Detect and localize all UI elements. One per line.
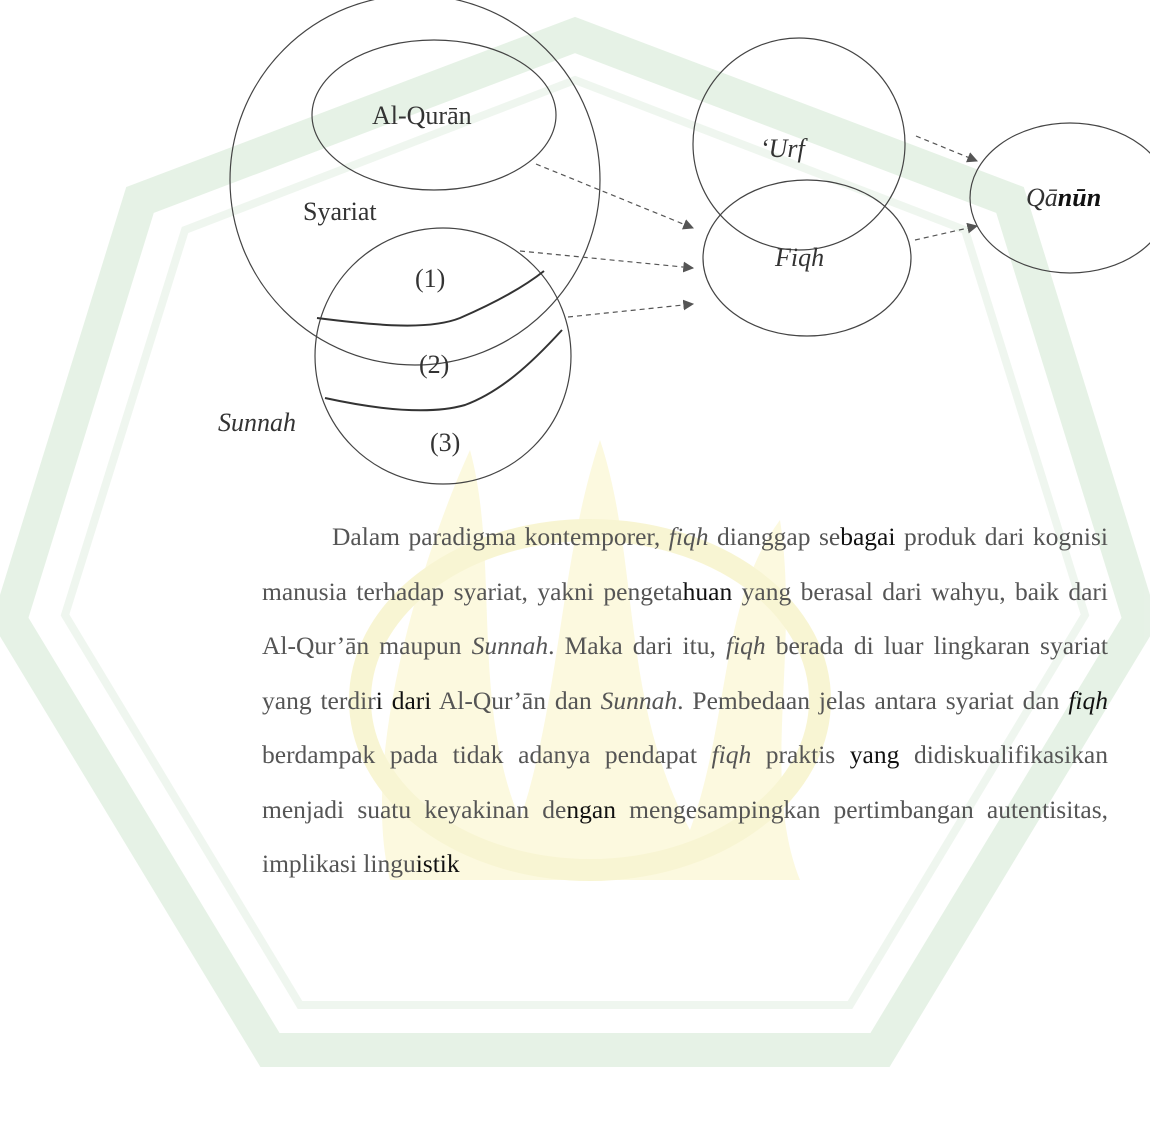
arrow-alquran-to-fiqh — [535, 163, 695, 230]
label-syariat: Syariat — [303, 197, 377, 226]
syariat-circle — [229, 0, 601, 366]
fiqh-circle — [702, 179, 912, 337]
label-qanun: Qānūn — [1026, 183, 1101, 212]
syariat-fiqh-diagram: Al-Qurān Syariat Sunnah (1) (2) (3) ‘Urf… — [218, 0, 1150, 485]
text-segment: yang berasal dari wahyu, baik dari Al-Qu… — [262, 576, 1108, 661]
qanun-ellipse — [969, 122, 1150, 274]
text-italic-sunnah: Sunnah — [600, 685, 678, 715]
text-segment: Al-Qur’ān dan — [431, 685, 601, 715]
text-segment: praktis — [751, 740, 850, 769]
watermark-calligraphy-yellow — [381, 440, 800, 880]
urf-circle — [692, 37, 906, 251]
text-segment: didiskualifikasikan menjadi suatu keyaki… — [262, 740, 1108, 824]
text-segment-dark: huan — [682, 576, 733, 606]
arrow-sunnah1-to-fiqh — [519, 250, 695, 273]
alquran-ellipse — [311, 39, 557, 191]
label-part-3: (3) — [430, 428, 460, 457]
sunnah-circle — [314, 227, 572, 485]
text-segment: Dalam paradigma kontemporer, — [332, 522, 669, 551]
label-alquran: Al-Qurān — [372, 101, 472, 130]
text-segment: . Pembedaan jelas antara syariat dan — [677, 685, 1069, 715]
sunnah-divider-2 — [324, 329, 563, 412]
label-qanun-part-a: Qā — [1026, 183, 1058, 212]
sunnah-divider-1 — [316, 270, 545, 327]
text-segment: . Maka dari itu, — [548, 631, 726, 660]
text-italic-fiqh: fiqh — [725, 631, 766, 660]
label-fiqh: Fiqh — [774, 243, 824, 272]
text-italic-fiqh: fiqh — [711, 740, 752, 769]
text-segment: berada di luar lingkaran syariat yang te… — [262, 631, 1109, 715]
arrow-urf-to-qanun — [915, 135, 978, 163]
text-segment: dianggap se — [708, 522, 841, 551]
watermark-heptagon-inner — [60, 75, 1090, 1009]
text-italic-fiqh-dark: fiqh — [1068, 685, 1108, 715]
watermark-calligraphy-oval — [349, 519, 831, 881]
label-part-2: (2) — [419, 350, 449, 379]
label-qanun-part-b: nūn — [1058, 183, 1101, 212]
text-italic-sunnah: Sunnah — [471, 631, 549, 660]
text-segment-dark: istik — [415, 849, 460, 878]
arrow-sunnah2-to-fiqh — [567, 299, 695, 318]
text-segment-dark: bagai — [840, 522, 896, 551]
text-segment-dark: i dari — [375, 685, 432, 715]
text-segment-dark: ngan — [566, 794, 616, 824]
text-segment: produk dari kognisi manusia terhadap sya… — [262, 522, 1109, 606]
text-italic-fiqh: fiqh — [668, 522, 709, 551]
text-segment-dark: yang — [849, 740, 900, 769]
label-part-1: (1) — [415, 264, 445, 293]
label-urf: ‘Urf — [760, 134, 809, 163]
text-segment: mengesampingkan pertimbangan autentisita… — [262, 794, 1108, 879]
watermark-heptagon-outer — [0, 16, 1150, 1067]
body-paragraph: Dalam paradigma kontemporer, fiqh diangg… — [262, 510, 1108, 892]
text-segment: berdampak pada tidak adanya pendapat — [262, 740, 712, 769]
label-sunnah: Sunnah — [218, 408, 296, 437]
arrow-fiqh-to-qanun — [914, 222, 979, 241]
